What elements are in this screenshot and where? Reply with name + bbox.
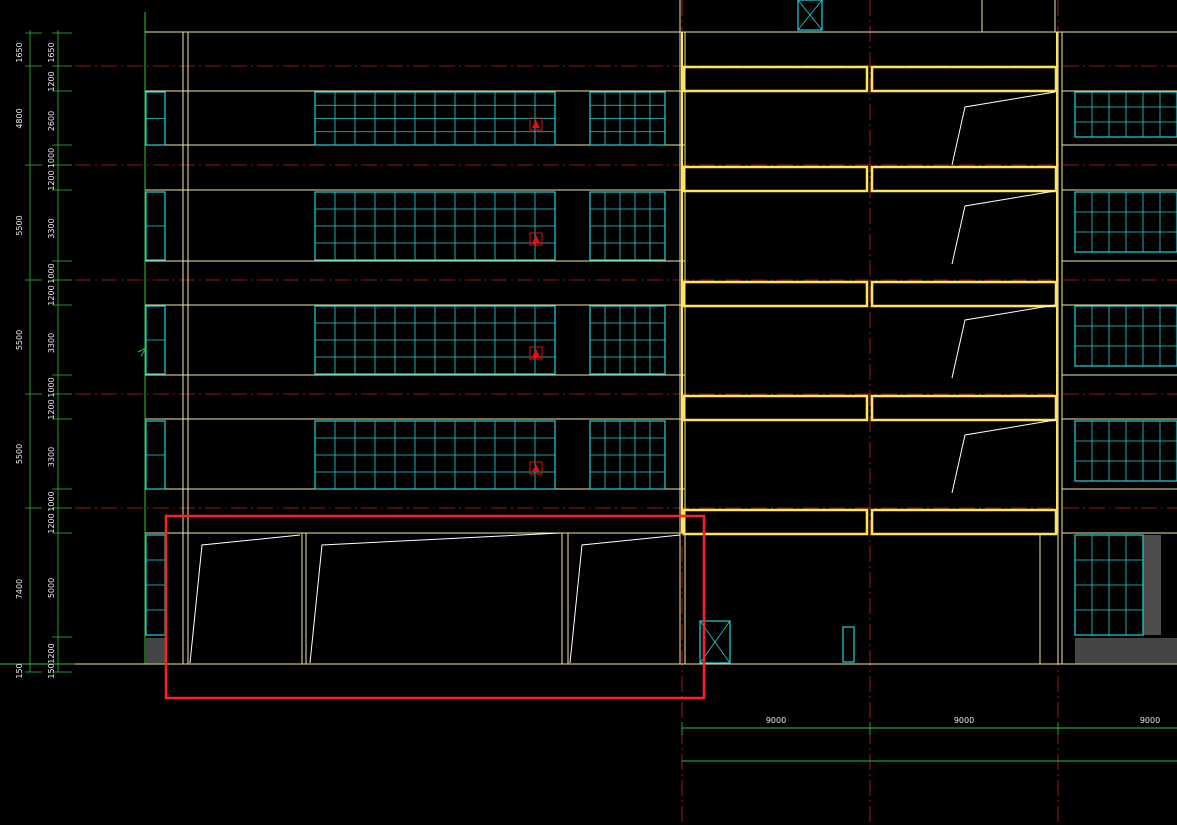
outer-dimension-label: 4800 — [15, 108, 24, 128]
large-window — [314, 305, 556, 375]
marker-frame — [529, 117, 543, 131]
inner-dimension-label: 1200 — [47, 399, 56, 419]
red-triangle-marker-icon — [529, 461, 543, 475]
inner-dimension-label: 3300 — [47, 447, 56, 467]
left-small-window — [145, 305, 166, 375]
marker-frame — [529, 232, 543, 246]
red-triangle-marker-icon — [529, 117, 543, 131]
door-frame — [699, 620, 731, 664]
left-small-window — [145, 420, 166, 490]
stair-outline — [309, 532, 561, 664]
brick-pattern — [1143, 535, 1161, 635]
bottom-dimension-label: 9000 — [766, 716, 786, 725]
annotation-overlay — [164, 514, 706, 700]
marker-triangle — [532, 349, 540, 357]
large-window — [314, 420, 556, 490]
dimension-annotations: 1650 1200 2600 1000 1200 3300 1000 1200 3300 1000… — [15, 30, 1160, 735]
inner-dimension-label: 1650 — [47, 42, 56, 62]
left-small-window — [145, 91, 166, 146]
inner-dimension-label: 1000 — [47, 148, 56, 168]
brick-pattern — [1075, 638, 1177, 664]
inner-dimension-label: 2600 — [47, 111, 56, 131]
floor-slab — [682, 65, 869, 93]
bottom-dimension-label: 9000 — [954, 716, 974, 725]
red-triangle-marker-icon — [529, 232, 543, 246]
outer-dimension-label: 5500 — [15, 330, 24, 350]
right-window — [1074, 91, 1177, 138]
stair-outline — [569, 534, 681, 664]
inner-dimension-label: 1200 — [47, 643, 56, 663]
inner-dimension-label: 1000 — [47, 491, 56, 511]
right-window — [1074, 420, 1177, 482]
ground-left-window — [145, 534, 166, 636]
marker-triangle — [532, 235, 540, 243]
side-window — [589, 191, 666, 261]
red-triangle-marker-icon — [529, 346, 543, 360]
inner-dimension-label: 5000 — [47, 578, 56, 598]
inner-dimension-label: 1200 — [47, 71, 56, 91]
outer-dimension-label: 150 — [15, 663, 24, 678]
door-frame — [797, 0, 823, 31]
outer-dimension-label: 1650 — [15, 42, 24, 62]
stair-outlines — [189, 91, 1056, 664]
floor-slab — [682, 508, 869, 536]
small-door — [842, 626, 855, 663]
floor-slab — [682, 165, 869, 193]
large-window — [314, 191, 556, 261]
inner-dimension-label: 1200 — [47, 170, 56, 190]
left-small-window — [145, 191, 166, 261]
floor-slab — [870, 280, 1058, 308]
marker-frame — [529, 346, 543, 360]
outer-dimension-label: 5500 — [15, 444, 24, 464]
marker-triangle — [532, 464, 540, 472]
stair-outline — [951, 91, 1056, 166]
marker-frame — [529, 461, 543, 475]
stair-outline — [189, 534, 301, 664]
floor-slab — [870, 394, 1058, 422]
side-window — [589, 305, 666, 375]
large-window — [314, 91, 556, 146]
side-window — [589, 420, 666, 490]
inner-dimension-label: 1200 — [47, 513, 56, 533]
right-window — [1074, 305, 1177, 367]
floor-slab — [682, 394, 869, 422]
outer-dimension-label: 5500 — [15, 215, 24, 235]
floor-slab — [870, 508, 1058, 536]
floor-slabs — [681, 32, 1058, 536]
floor-slab — [870, 165, 1058, 193]
stair-outline — [951, 190, 1056, 265]
side-window — [589, 91, 666, 146]
inner-dimension-label: 1000 — [47, 263, 56, 283]
right-window — [1074, 191, 1177, 253]
inner-dimension-label: 3300 — [47, 333, 56, 353]
door-swing — [797, 0, 823, 31]
marker-triangle — [532, 120, 540, 128]
roof-door — [797, 0, 823, 31]
bottom-dimension-label: 9000 — [1140, 716, 1160, 725]
floor-slab — [682, 280, 869, 308]
window-frames — [145, 0, 1177, 664]
inner-dimension-label: 3300 — [47, 218, 56, 238]
red-markers — [529, 117, 543, 475]
outer-dimension-label: 7400 — [15, 579, 24, 599]
floor-slab — [870, 65, 1058, 93]
stair-outline — [951, 304, 1056, 379]
inner-dimension-label: 150 — [47, 663, 56, 678]
brick-pattern — [146, 638, 165, 664]
stair-outline — [951, 419, 1056, 494]
inner-dimension-label: 1200 — [47, 285, 56, 305]
red-highlight-box — [164, 514, 706, 700]
ground-right-window — [1074, 534, 1144, 636]
inner-dimension-label: 1000 — [47, 377, 56, 397]
